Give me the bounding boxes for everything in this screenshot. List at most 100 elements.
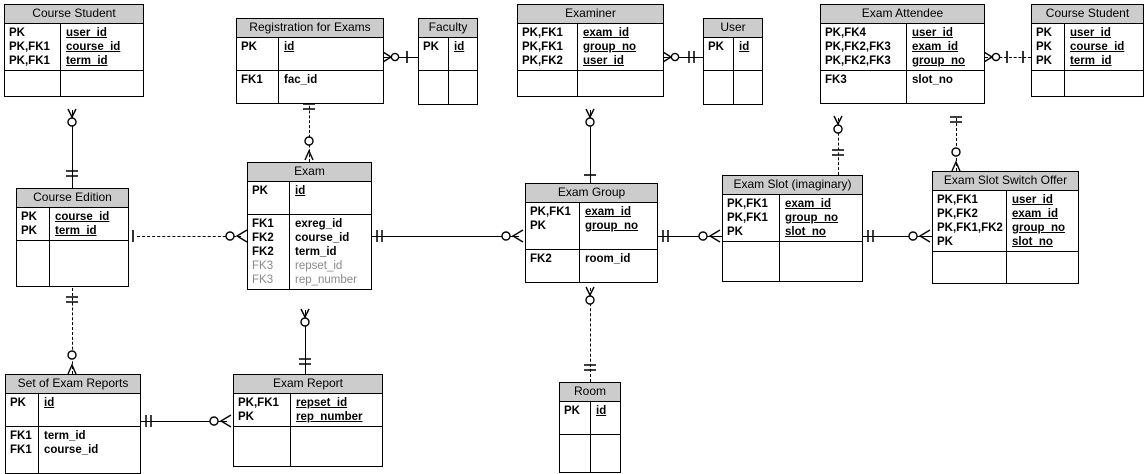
entity-attr-section [723,241,862,281]
key-cell: PK,FK1 [9,55,50,67]
attr-column [1007,252,1016,283]
entity-title: Registration for Exams [237,19,383,38]
entity-exam[interactable]: Exam PK . id . FK1 FK2 FK2 FK3 FK3 exreg… [247,162,372,290]
entity-faculty[interactable]: Faculty PK . id . [418,18,478,105]
entity-exam-attendee[interactable]: Exam Attendee PK,FK4 PK,FK2,FK3 PK,FK2,F… [820,4,985,104]
entity-title: Set of Exam Reports [6,375,140,394]
attr-column: term_id course_id . [39,427,102,473]
attr-column: fac_id . [279,71,321,103]
entity-user[interactable]: User PK . id . [703,18,763,105]
key-cell: PK [241,41,257,53]
attr-cell: rep_number [296,411,363,423]
key-column: FK1 . [237,71,279,103]
entity-key-section: PK . id . [419,38,477,70]
entity-exam-group[interactable]: Exam Group PK,FK1 PK . exam_id group_no … [525,183,658,283]
attr-column [578,71,587,96]
crowsfoot-zero-many-examgroup-left [501,228,525,244]
key-column [5,71,61,96]
connector-attendee-examslot [838,118,839,175]
connector-examslot-switchoffer [863,236,932,237]
key-cell: PK [564,405,580,417]
crowsfoot-zero-many-examreport-left [209,413,233,429]
entity-course-edition[interactable]: Course Edition PK PK course_id term_id [16,188,129,287]
entity-room[interactable]: Room PK . id . [559,382,621,473]
key-column: PK,FK1 PK,FK1 PK [723,195,780,241]
entity-exam-slot-imaginary[interactable]: Exam Slot (imaginary) PK,FK1 PK,FK1 PK e… [722,175,863,282]
entity-exam-report[interactable]: Exam Report PK,FK1 PK repset_id rep_numb… [233,374,383,467]
key-cell: PK,FK4 [825,27,866,39]
one-one-bars-courseedition-top [64,168,80,182]
attr-cell: room_id [585,253,631,265]
crowsfoot-zero-many-exam-left [225,228,249,244]
attr-cell: term_id [55,225,97,237]
entity-key-section: PK PK course_id term_id [17,208,128,240]
attr-cell: term_id [44,430,86,442]
entity-registration-for-exams[interactable]: Registration for Exams PK . id . FK1 . f… [236,18,384,104]
key-cell: FK2 [252,232,274,244]
key-cell: FK3 [252,260,274,272]
one-bar-coursestudent-right [1020,49,1030,65]
attr-cell: group_no [585,220,639,232]
attr-column: id . [279,38,298,70]
attr-cell: slot_no [1012,236,1053,248]
connector-coursestudent-courseedition [72,110,73,188]
crowsfoot-zero-many-switchoffer-top [948,145,964,173]
entity-attr-section [560,434,620,472]
entity-set-of-exam-reports[interactable]: Set of Exam Reports PK . id . FK1 FK1 . … [5,374,141,474]
attr-cell: course_id [55,211,110,223]
entity-course-student-left[interactable]: Course Student PK PK,FK1 PK,FK1 user_id … [4,4,144,97]
attr-cell: group_no [1012,222,1066,234]
key-cell: FK3 [252,274,274,286]
entity-key-section: PK . id . [560,402,620,434]
key-cell: FK3 [825,74,847,86]
key-cell: FK1 [10,444,32,456]
connector-registration-faculty [384,57,418,58]
key-column: PK . [237,38,279,70]
entity-title: User [704,19,762,38]
entity-attr-section: FK1 . fac_id . [237,70,383,103]
attr-cell: id [596,405,607,417]
attr-column: user_id course_id term_id [61,24,124,70]
key-column: PK,FK1 PK,FK2 PK,FK1,FK2 PK [933,191,1007,251]
key-column [17,241,50,286]
key-column: PK PK PK [1032,24,1065,70]
key-cell: PK [423,41,439,53]
key-cell: FK2 [252,246,274,258]
entity-title: Examiner [518,5,663,24]
attr-cell: user_id [66,27,107,39]
attr-cell: id [454,41,465,53]
key-cell: PK [238,411,254,423]
connector-exam-examgroup [372,236,519,237]
key-column: PK . [560,402,591,434]
key-cell: PK,FK2 [937,208,978,220]
key-cell: PK [937,236,953,248]
attr-column: user_id exam_id group_no slot_no [1007,191,1069,251]
entity-exam-slot-switch-offer[interactable]: Exam Slot Switch Offer PK,FK1 PK,FK2 PK,… [932,171,1079,284]
attr-cell: exam_id [585,206,632,218]
crowsfoot-zero-many-exam-top [301,134,317,162]
one-one-bars-examreport-top [297,356,313,370]
entity-title: Exam Slot Switch Offer [933,172,1078,191]
connector-courseedition-exam [137,236,241,237]
crowsfoot-zero-many-attendee [983,49,1005,65]
entity-title: Course Student [1032,5,1143,24]
entity-title: Exam [248,163,371,182]
key-cell: PK,FK1 [530,206,571,218]
crowsfoot-zero-many-exam-bottom [297,308,313,332]
one-bar-courseedition-right [129,228,139,244]
connector-courseedition-setofreports [72,288,73,374]
one-one-bars-attendee-bottom [948,114,964,128]
connector-attendee-coursestudent [985,57,1031,58]
one-one-bars-exam-right [374,228,390,244]
entity-examiner[interactable]: Examiner PK,FK1 PK,FK1 PK,FK2 exam_id gr… [517,4,664,97]
entity-attr-section [933,251,1078,283]
entity-title: Exam Group [526,184,657,203]
entity-course-student-right[interactable]: Course Student PK PK PK user_id course_i… [1031,4,1144,97]
crowsfoot-zero-many-setofreports-top [64,348,80,376]
key-cell: PK [530,220,546,232]
entity-key-section: PK PK PK user_id course_id term_id [1032,24,1143,70]
key-column [704,71,734,104]
entity-key-section: PK . id . [248,182,371,214]
one-one-bars-examslot-right [865,228,881,244]
key-column: PK,FK4 PK,FK2,FK3 PK,FK2,FK3 [821,24,907,70]
